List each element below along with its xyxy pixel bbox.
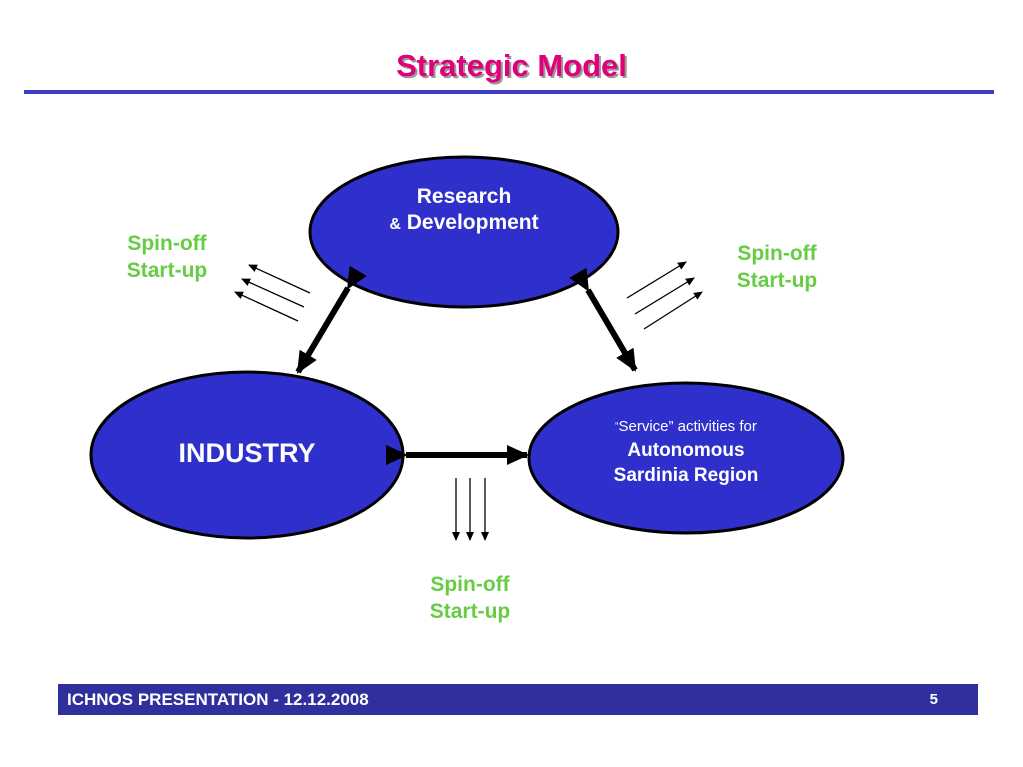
research-development-node bbox=[308, 155, 620, 309]
right-spinoff-arrows bbox=[626, 261, 703, 330]
spinoff-arrow bbox=[634, 277, 695, 315]
service-line1: “Service” activities for bbox=[615, 418, 757, 435]
industry-label: INDUSTRY bbox=[178, 438, 316, 468]
service-activities-node bbox=[527, 381, 845, 535]
right-spinoff-label: Spin-off Start-up bbox=[736, 242, 818, 292]
rd-ampersand: & bbox=[389, 216, 401, 234]
page-number: 5 bbox=[929, 691, 938, 708]
left-spinoff-arrows bbox=[234, 264, 311, 322]
rd-line2: & Development bbox=[389, 211, 539, 235]
bottom-spinoff-arrows bbox=[452, 478, 489, 541]
rd-industry-arrow bbox=[295, 265, 367, 374]
footer-text: ICHNOS PRESENTATION - 12.12.2008 bbox=[67, 690, 369, 709]
title-underline bbox=[24, 90, 994, 94]
left-spinoff-label: Spin-off Start-up bbox=[126, 232, 208, 282]
rd-service-arrow bbox=[569, 267, 638, 372]
rd-line1: Research bbox=[416, 185, 512, 208]
spinoff-arrow bbox=[643, 291, 703, 330]
footer-bar: ICHNOS PRESENTATION - 12.12.2008 5 bbox=[58, 684, 978, 715]
bottom-spinoff-label: Spin-off Start-up bbox=[429, 573, 511, 623]
spinoff-arrow bbox=[234, 291, 299, 322]
service-activities-label: “Service” activities for Autonomous Sard… bbox=[566, 416, 806, 488]
spinoff-arrow bbox=[248, 264, 311, 294]
spinoff-arrow bbox=[626, 261, 687, 299]
spinoff-arrow bbox=[241, 278, 305, 308]
research-development-label: Research & Development bbox=[354, 184, 574, 237]
slide-title: Strategic Model bbox=[396, 48, 627, 83]
service-line2: Autonomous bbox=[627, 440, 745, 461]
service-line3: Sardinia Region bbox=[613, 465, 759, 486]
